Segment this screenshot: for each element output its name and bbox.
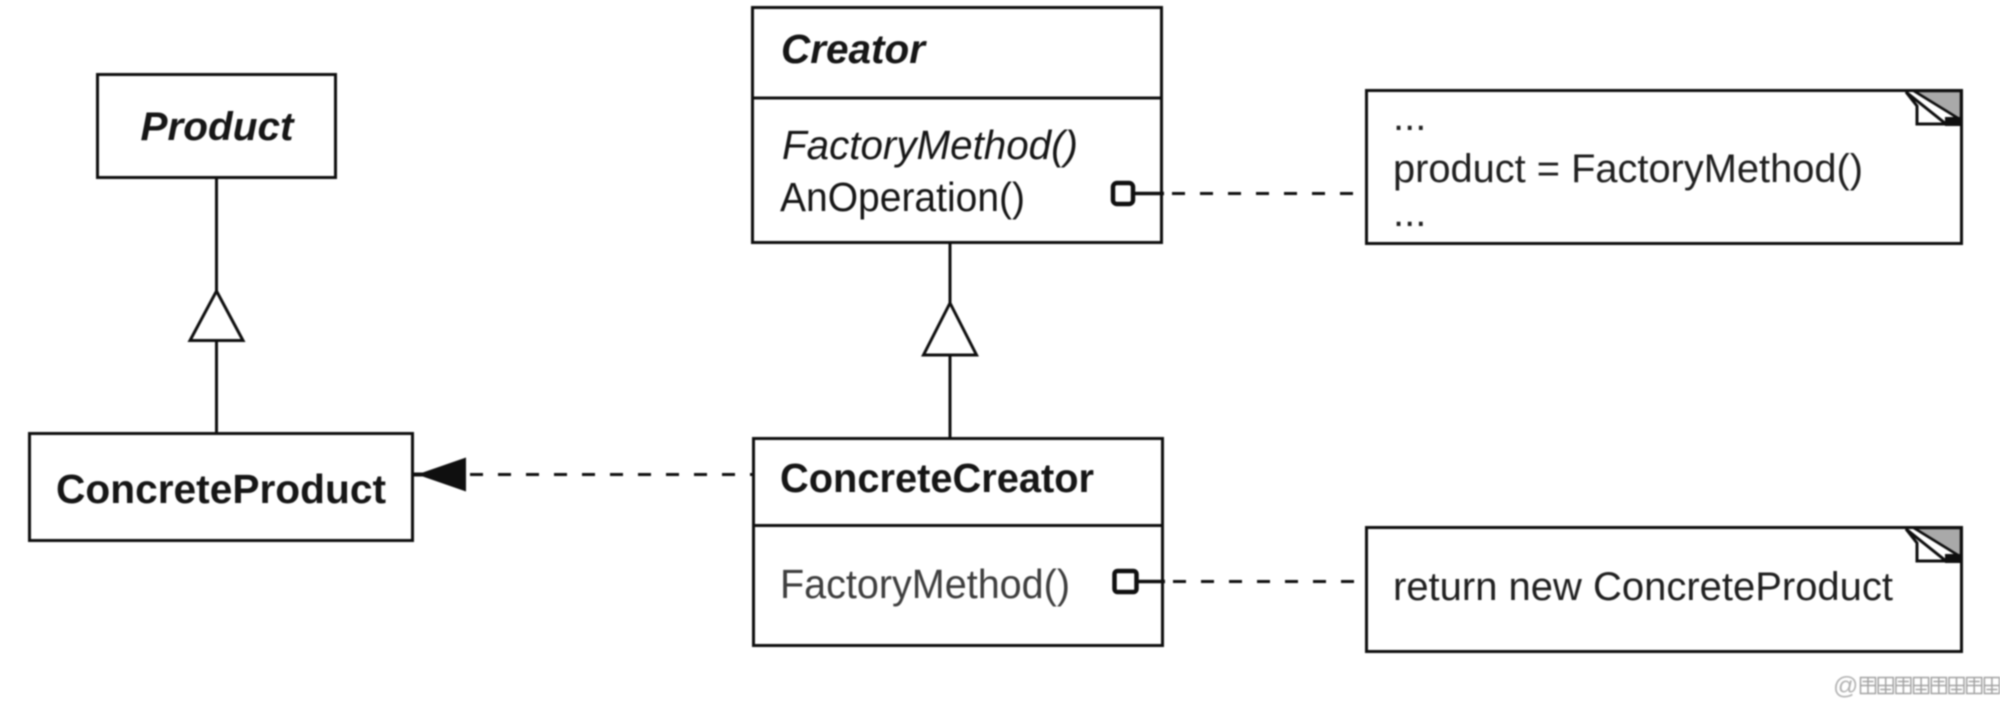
svg-text:ConcreteCreator: ConcreteCreator — [780, 455, 1094, 501]
svg-text:FactoryMethod(): FactoryMethod() — [780, 561, 1070, 607]
svg-text:...: ... — [1393, 191, 1426, 235]
svg-text:product = FactoryMethod(): product = FactoryMethod() — [1393, 147, 1863, 191]
svg-text:Creator: Creator — [781, 26, 927, 72]
svg-text:FactoryMethod(): FactoryMethod() — [782, 122, 1078, 168]
svg-text:@: @ — [1833, 672, 1858, 700]
svg-text:return new ConcreteProduct: return new ConcreteProduct — [1393, 565, 1893, 609]
svg-text:Product: Product — [141, 105, 296, 149]
svg-text:ConcreteProduct: ConcreteProduct — [56, 466, 386, 512]
svg-text:...: ... — [1393, 95, 1426, 139]
svg-text:AnOperation(): AnOperation() — [780, 174, 1025, 220]
